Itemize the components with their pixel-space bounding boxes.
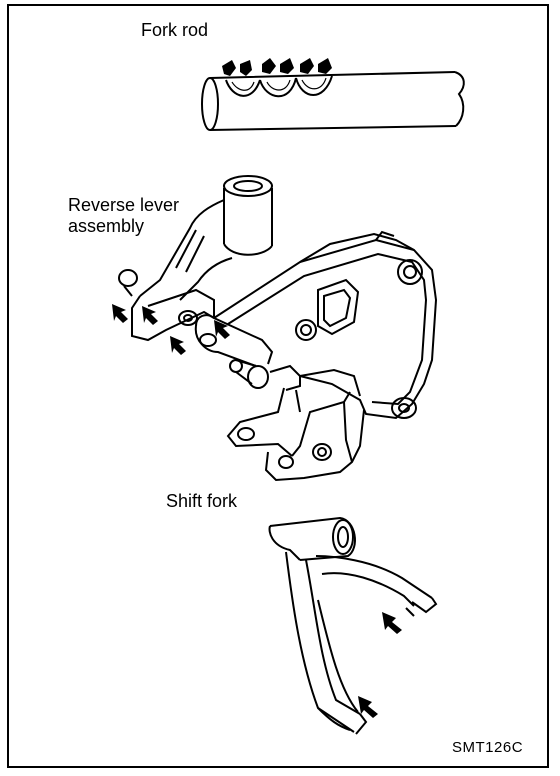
shift-fork-label: Shift fork: [166, 491, 238, 511]
reverse-lever-label-line2: assembly: [68, 215, 145, 236]
figure-border: [7, 4, 549, 768]
reverse-lever-label: Reverse lever assembly: [68, 195, 179, 236]
reverse-lever-label-line1: Reverse lever: [68, 195, 180, 215]
fork-rod: [201, 71, 465, 131]
lubrication-arrow-icon: [358, 612, 402, 718]
figure-code: SMT126C: [452, 739, 524, 756]
reverse-lever-assembly: [118, 175, 438, 482]
lubrication-arrow-icon: [112, 304, 230, 355]
fork-rod-label: Fork rod: [141, 20, 209, 40]
lubrication-arrow-icon: [222, 58, 332, 76]
shift-fork: [268, 516, 438, 735]
